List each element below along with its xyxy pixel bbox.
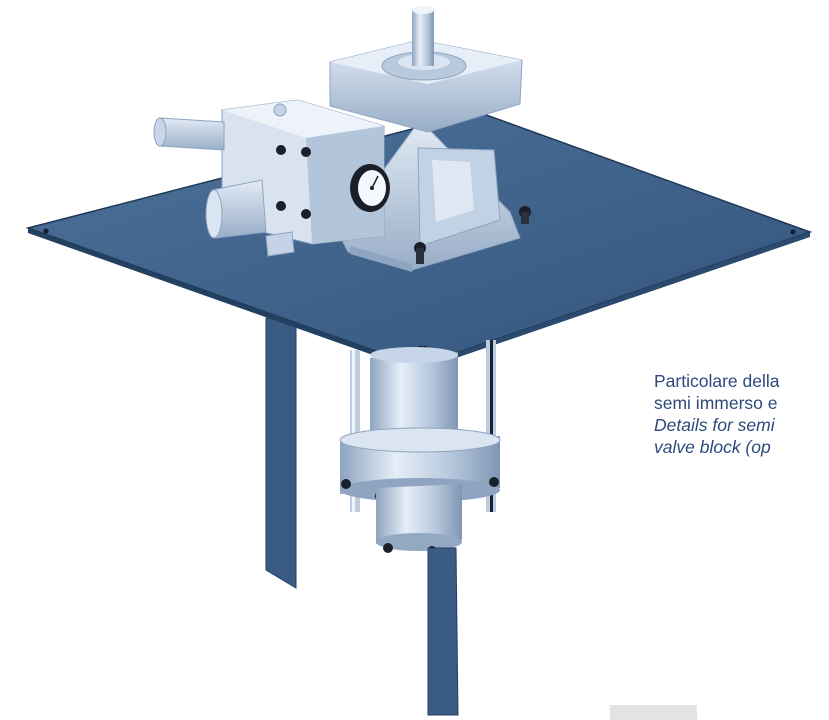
caption-english-line-2: valve block (op: [654, 437, 771, 457]
caption-italian-line-1: Particolare della: [654, 371, 780, 391]
plate-hole: [790, 229, 796, 235]
pump-cylinder: [339, 347, 501, 554]
caption-italian-line-2: semi immerso e: [654, 393, 778, 413]
caption-english-line-1: Details for semi: [654, 415, 775, 435]
figure-caption: Particolare della semi immerso e Details…: [654, 370, 829, 458]
plate-hole: [43, 228, 49, 234]
delivery-strip: [427, 547, 459, 716]
pressure-gauge-icon: [350, 164, 390, 212]
page-number-tab: [610, 705, 697, 720]
left-suction-strip: [265, 317, 297, 589]
valve-block: [153, 99, 385, 257]
